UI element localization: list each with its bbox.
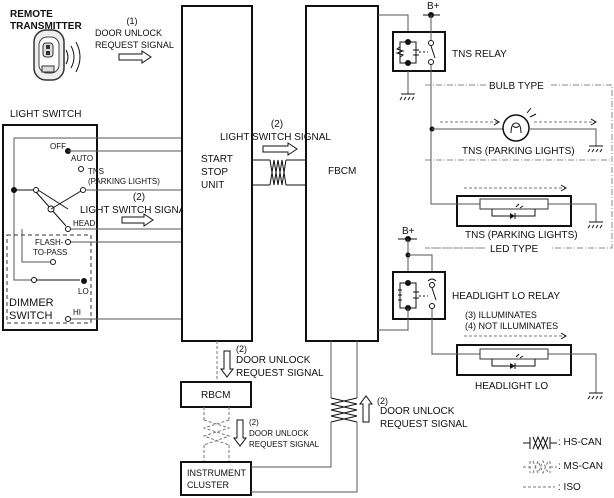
signal2-left-arrow bbox=[121, 213, 154, 227]
door-signal-c-arrow bbox=[359, 395, 373, 423]
pos-auto: AUTO bbox=[71, 154, 93, 163]
led-type-label: LED TYPE bbox=[490, 244, 538, 255]
door-signal-c-line2: REQUEST SIGNAL bbox=[380, 419, 468, 430]
signal1-line2: REQUEST SIGNAL bbox=[95, 40, 174, 50]
start-stop-line1: START bbox=[201, 154, 233, 165]
dimmer-hi: HI bbox=[73, 308, 81, 317]
signal2-mid-arrow bbox=[262, 142, 298, 156]
dimmer-lo: LO bbox=[78, 287, 89, 296]
signal1-line1: DOOR UNLOCK bbox=[95, 28, 162, 38]
auto-contact bbox=[78, 166, 84, 172]
door-signal-b-line2: REQUEST SIGNAL bbox=[249, 440, 320, 449]
remote-title-1: REMOTE bbox=[10, 9, 53, 20]
bulb-lamp-label: TNS (PARKING LIGHTS) bbox=[462, 146, 575, 157]
tns-relay-label: TNS RELAY bbox=[452, 49, 507, 60]
headlight-relay-coil-icon bbox=[398, 278, 437, 311]
ground-icon bbox=[587, 392, 603, 400]
door-signal-b-arrow bbox=[233, 419, 247, 447]
led-icon bbox=[510, 363, 515, 369]
hs-can-twist bbox=[269, 159, 287, 186]
fbcm-label: FBCM bbox=[328, 166, 356, 177]
flash-to-pass-1: FLASH- bbox=[35, 238, 64, 247]
lo-contact bbox=[81, 278, 87, 284]
flash-to-pass-2: TO-PASS bbox=[33, 248, 67, 257]
rbcm-module bbox=[180, 381, 252, 408]
remote-transmitter-icon bbox=[33, 29, 81, 81]
pos-off: OFF bbox=[50, 142, 66, 151]
door-signal-a-line2: REQUEST SIGNAL bbox=[236, 368, 324, 379]
signal2-left-num: (2) bbox=[133, 192, 145, 203]
head-contact bbox=[65, 226, 71, 232]
led-icon bbox=[510, 213, 515, 219]
legend-hs-can-icon bbox=[532, 435, 549, 451]
light-switch-box bbox=[2, 124, 98, 331]
pos-head: HEAD bbox=[73, 219, 95, 228]
illuminates-line1: (3) ILLUMINATES bbox=[465, 310, 537, 320]
bulb-icon bbox=[502, 107, 537, 142]
cluster-line2: CLUSTER bbox=[187, 480, 230, 490]
pos-tns-sub: (PARKING LIGHTS) bbox=[88, 177, 160, 186]
bplus-tns: B+ bbox=[427, 1, 440, 12]
dimmer-title-1: DIMMER bbox=[9, 297, 54, 309]
headlight-lo-label: HEADLIGHT LO bbox=[475, 381, 548, 392]
legend: : HS-CAN : MS-CAN : ISO bbox=[523, 435, 603, 493]
flash-contact bbox=[65, 239, 71, 245]
door-signal-c-num: (2) bbox=[377, 396, 388, 406]
rbcm-label: RBCM bbox=[201, 390, 230, 401]
dimmer-title-2: SWITCH bbox=[9, 310, 52, 322]
led-lamp-label: TNS (PARKING LIGHTS) bbox=[465, 230, 578, 241]
ground-icon bbox=[587, 221, 603, 229]
hi-contact bbox=[65, 316, 71, 322]
pos-tns: TNS bbox=[88, 167, 104, 176]
legend-iso: : ISO bbox=[558, 482, 581, 493]
ground-icon bbox=[587, 145, 603, 153]
dimmer-switch-box bbox=[6, 234, 92, 324]
lamp-type-frame bbox=[425, 84, 613, 249]
start-stop-unit bbox=[181, 5, 253, 342]
door-signal-b-num: (2) bbox=[249, 418, 259, 427]
illuminates-line2: (4) NOT ILLUMINATES bbox=[465, 321, 558, 331]
signal2-left-label: LIGHT SWITCH SIGNAL bbox=[80, 205, 191, 216]
hs-can-twist-lower bbox=[330, 397, 358, 423]
headlight-relay-label: HEADLIGHT LO RELAY bbox=[452, 291, 560, 302]
signal2-mid-num: (2) bbox=[271, 119, 283, 130]
remote-title-2: TRANSMITTER bbox=[10, 21, 82, 32]
ground-icon bbox=[399, 93, 415, 101]
fbcm-module bbox=[305, 5, 379, 342]
door-signal-a-num: (2) bbox=[236, 344, 247, 354]
ms-can-twist bbox=[202, 419, 231, 446]
signal1-arrow bbox=[118, 50, 152, 64]
legend-hs-can: : HS-CAN bbox=[558, 437, 602, 448]
light-switch-title: LIGHT SWITCH bbox=[10, 109, 81, 120]
instrument-cluster bbox=[180, 461, 252, 496]
start-stop-line2: STOP bbox=[201, 167, 228, 178]
door-signal-b-line1: DOOR UNLOCK bbox=[249, 429, 309, 438]
legend-ms-can: : MS-CAN bbox=[558, 461, 603, 472]
tns-relay-coil-icon bbox=[395, 39, 428, 66]
door-signal-a-arrow bbox=[220, 350, 234, 378]
bulb-type-label: BULB TYPE bbox=[489, 81, 544, 92]
legend-ms-can-icon bbox=[532, 459, 549, 475]
signal2-mid-label: LIGHT SWITCH SIGNAL bbox=[220, 132, 331, 143]
door-signal-c-line1: DOOR UNLOCK bbox=[380, 406, 455, 417]
door-signal-a-line1: DOOR UNLOCK bbox=[236, 355, 311, 366]
tns-contact bbox=[80, 187, 86, 193]
signal1-num: (1) bbox=[127, 16, 138, 26]
start-stop-line3: UNIT bbox=[201, 180, 224, 191]
bplus-head: B+ bbox=[402, 226, 415, 237]
cluster-line1: INSTRUMENT bbox=[187, 468, 246, 478]
